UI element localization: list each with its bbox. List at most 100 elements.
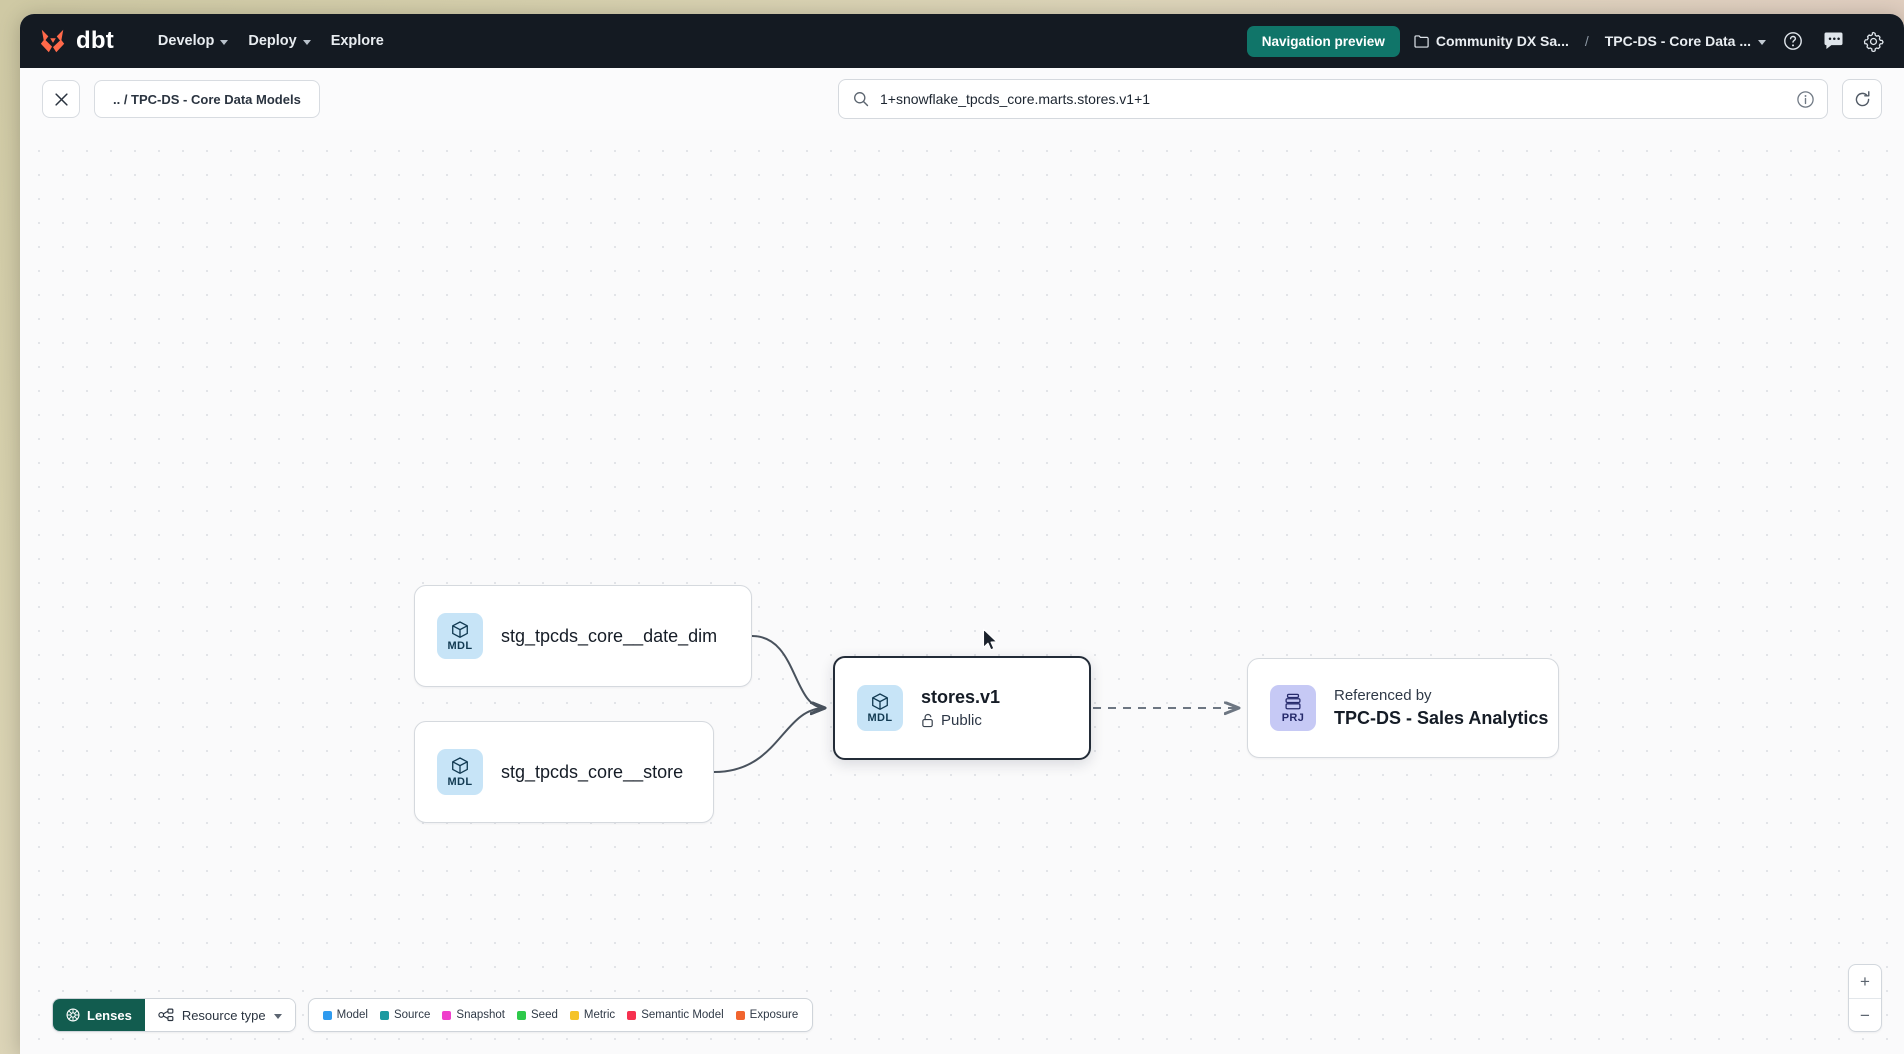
resource-badge-label: MDL [447, 640, 473, 652]
help-circle-icon[interactable] [1780, 28, 1806, 54]
zoom-in-button[interactable]: + [1860, 972, 1870, 991]
chat-bubble-icon[interactable] [1820, 28, 1846, 54]
chevron-down-icon [273, 1013, 282, 1019]
nav-item-explore[interactable]: Explore [321, 26, 394, 56]
breadcrumb-project-label: TPC-DS - Core Data ... [1604, 33, 1751, 49]
node-graph-icon [158, 1008, 174, 1022]
resource-badge-model: MDL [857, 685, 903, 731]
edge-store-to-stores [713, 708, 825, 773]
app-window: dbt Develop Deploy Explore Navigation pr… [20, 14, 1904, 1054]
lineage-canvas[interactable]: MDL stg_tpcds_core__date_dim MDL stg_tpc… [20, 130, 1904, 1054]
brand-name: dbt [76, 27, 114, 54]
lineage-node-title: stores.v1 [921, 687, 1001, 707]
breadcrumb-separator: / [1584, 33, 1589, 49]
search-icon [854, 92, 869, 107]
lineage-toolbar: .. / TPC-DS - Core Data Models 1+snowfla… [20, 68, 1904, 130]
lineage-node-tpc-ds-sales-analytics[interactable]: PRJ Referenced by TPC-DS - Sales Analyti… [1247, 658, 1559, 758]
info-circle-icon[interactable] [1796, 90, 1815, 109]
legend-item-snapshot[interactable]: Snapshot [442, 1009, 505, 1021]
legend-swatch [735, 1010, 745, 1020]
lineage-bottom-toolbar: Lenses Resource type [52, 998, 814, 1032]
breadcrumb-project[interactable]: TPC-DS - Core Data ... [1605, 33, 1766, 49]
refresh-button[interactable] [1842, 79, 1882, 119]
nav-item-deploy-label: Deploy [248, 33, 297, 49]
legend-swatch [322, 1010, 332, 1020]
chevron-down-icon [220, 39, 229, 45]
legend-item-exposure[interactable]: Exposure [735, 1009, 799, 1021]
nav-item-develop-label: Develop [157, 33, 215, 49]
legend-label: Snapshot [456, 1009, 506, 1021]
lineage-node-kicker: Referenced by [1334, 687, 1432, 704]
legend-item-source[interactable]: Source [379, 1009, 431, 1021]
close-icon [54, 92, 68, 106]
refresh-icon [1855, 90, 1869, 106]
legend-item-semantic-model[interactable]: Semantic Model [627, 1009, 724, 1021]
legend-swatch [379, 1010, 389, 1020]
legend-swatch [569, 1010, 579, 1020]
legend-item-metric[interactable]: Metric [569, 1009, 616, 1021]
resource-badge-model: MDL [437, 613, 483, 659]
legend-item-seed[interactable]: Seed [517, 1009, 558, 1021]
navigation-preview-button[interactable]: Navigation preview [1246, 25, 1400, 57]
lineage-node-body: stg_tpcds_core__store [501, 762, 683, 783]
close-button[interactable] [42, 80, 80, 118]
zoom-controls: + − [1848, 964, 1882, 1032]
resource-type-label: Resource type [181, 1007, 266, 1023]
resource-badge-label: PRJ [1281, 712, 1305, 724]
legend-item-model[interactable]: Model [322, 1009, 368, 1021]
lens-control-group: Lenses Resource type [52, 998, 296, 1032]
lineage-node-access-label: Public [941, 712, 982, 729]
breadcrumb-account[interactable]: Community DX Sa... [1414, 33, 1569, 49]
lineage-search-input[interactable]: 1+snowflake_tpcds_core.marts.stores.v1+1 [880, 91, 1151, 107]
lenses-button[interactable]: Lenses [53, 999, 145, 1031]
edge-date-dim-to-stores [751, 635, 825, 708]
resource-type-legend: Model Source Snapshot Seed [307, 998, 814, 1032]
resource-badge-model: MDL [437, 749, 483, 795]
folder-icon [1414, 34, 1429, 48]
lineage-search-area: 1+snowflake_tpcds_core.marts.stores.v1+1 [838, 79, 1882, 119]
breadcrumb-account-label: Community DX Sa... [1435, 33, 1569, 49]
lineage-node-title: TPC-DS - Sales Analytics [1334, 708, 1549, 728]
lineage-search-box[interactable]: 1+snowflake_tpcds_core.marts.stores.v1+1 [838, 79, 1828, 119]
top-navigation-bar: dbt Develop Deploy Explore Navigation pr… [20, 14, 1904, 68]
resource-badge-label: MDL [447, 776, 473, 788]
chevron-down-icon [302, 39, 311, 45]
lenses-button-label: Lenses [87, 1007, 132, 1023]
lineage-node-title: stg_tpcds_core__date_dim [501, 625, 718, 646]
cube-icon [452, 621, 468, 638]
lineage-node-stores-v1[interactable]: MDL stores.v1 Public [833, 656, 1091, 760]
legend-label: Metric [583, 1009, 616, 1021]
legend-swatch [517, 1010, 527, 1020]
legend-label: Seed [531, 1009, 558, 1021]
nav-item-deploy[interactable]: Deploy [238, 26, 320, 56]
lineage-node-title: stg_tpcds_core__store [501, 761, 684, 782]
lens-icon [66, 1008, 80, 1022]
resource-type-dropdown[interactable]: Resource type [144, 999, 295, 1031]
lineage-node-stg-tpcds-core-date-dim[interactable]: MDL stg_tpcds_core__date_dim [414, 585, 752, 687]
breadcrumb-project-chip[interactable]: .. / TPC-DS - Core Data Models [94, 80, 320, 118]
legend-label: Semantic Model [641, 1009, 724, 1021]
brand-logo[interactable]: dbt [38, 27, 114, 55]
legend-label: Source [393, 1009, 431, 1021]
legend-label: Model [336, 1009, 368, 1021]
lineage-node-stg-tpcds-core-store[interactable]: MDL stg_tpcds_core__store [414, 721, 714, 823]
chevron-down-icon [1758, 39, 1766, 45]
lineage-edges [713, 635, 1904, 773]
unlock-icon [922, 713, 933, 728]
nav-item-explore-label: Explore [330, 33, 384, 49]
top-navigation-right: Navigation preview Community DX Sa... / … [1246, 25, 1886, 57]
resource-badge-label: MDL [867, 712, 893, 724]
cube-icon [452, 757, 468, 774]
project-stack-icon [1285, 693, 1301, 710]
cube-icon [872, 693, 888, 710]
gear-icon[interactable] [1860, 28, 1886, 54]
legend-swatch [627, 1010, 637, 1020]
resource-badge-project: PRJ [1270, 685, 1316, 731]
zoom-out-button[interactable]: − [1849, 998, 1881, 1031]
lineage-node-body: Referenced by TPC-DS - Sales Analytics [1334, 687, 1549, 729]
lineage-node-body: stores.v1 Public [921, 687, 1000, 729]
nav-item-develop[interactable]: Develop [148, 26, 238, 56]
legend-label: Exposure [749, 1009, 799, 1021]
lineage-node-access: Public [921, 712, 1000, 729]
